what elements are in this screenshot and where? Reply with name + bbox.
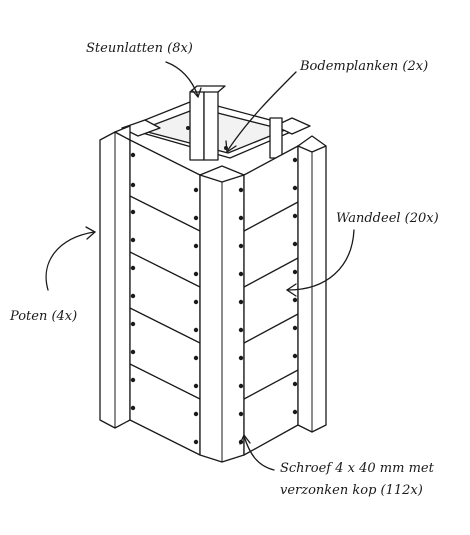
- support-slats: [189, 85, 283, 161]
- label-steunlatten: Steunlatten (8x): [86, 41, 193, 56]
- pointer-arrows: [45, 61, 355, 471]
- arrow-poten: [45, 231, 95, 291]
- leg-back-right: [297, 135, 327, 433]
- label-poten: Poten (4x): [10, 309, 78, 324]
- left-wall: [129, 139, 201, 456]
- right-wall: [243, 145, 299, 456]
- arrow-steunlatten: [165, 61, 199, 97]
- label-wanddeel: Wanddeel (20x): [336, 211, 439, 226]
- leg-front-left: [99, 125, 131, 429]
- arrow-bodemplanken: [227, 71, 297, 151]
- arrow-wanddeel: [287, 229, 355, 291]
- label-schroef-line1: Schroef 4 x 40 mm met: [280, 461, 434, 476]
- screws: [130, 126, 298, 445]
- label-bodemplanken: Bodemplanken (2x): [300, 59, 429, 74]
- arrow-schroef: [243, 435, 275, 471]
- leg-front-corner: [199, 165, 245, 463]
- label-schroef-line2: verzonken kop (112x): [280, 483, 423, 498]
